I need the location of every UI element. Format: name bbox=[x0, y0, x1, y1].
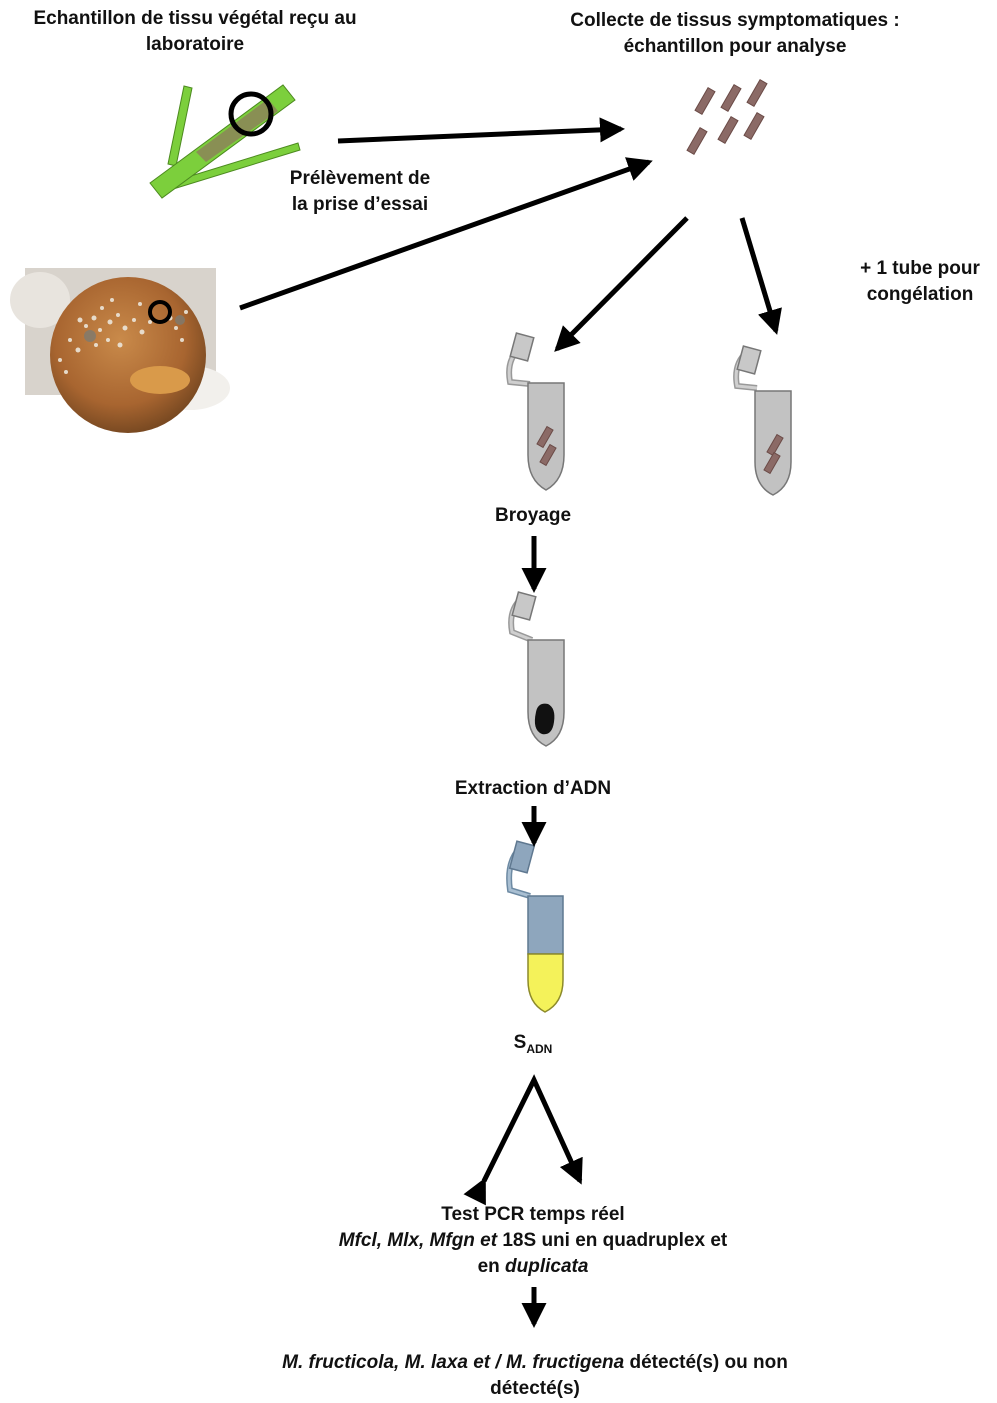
arrow-collect-to-tube2 bbox=[742, 218, 776, 331]
tissue-pieces-icon bbox=[687, 80, 767, 155]
freezing-tube-icon bbox=[736, 346, 791, 495]
arrow-fruit-to-collect bbox=[240, 162, 649, 308]
dna-tube-icon bbox=[509, 841, 563, 1012]
arrow-split-to-pcr bbox=[484, 1080, 580, 1181]
arrow-stem-to-collect bbox=[338, 129, 621, 141]
ground-tissue-tube-icon bbox=[511, 592, 564, 746]
plant-stem-icon bbox=[150, 85, 300, 198]
arrow-collect-to-tube1 bbox=[557, 218, 687, 349]
infected-fruit-photo bbox=[10, 268, 230, 433]
grinding-tube-icon bbox=[509, 333, 564, 490]
